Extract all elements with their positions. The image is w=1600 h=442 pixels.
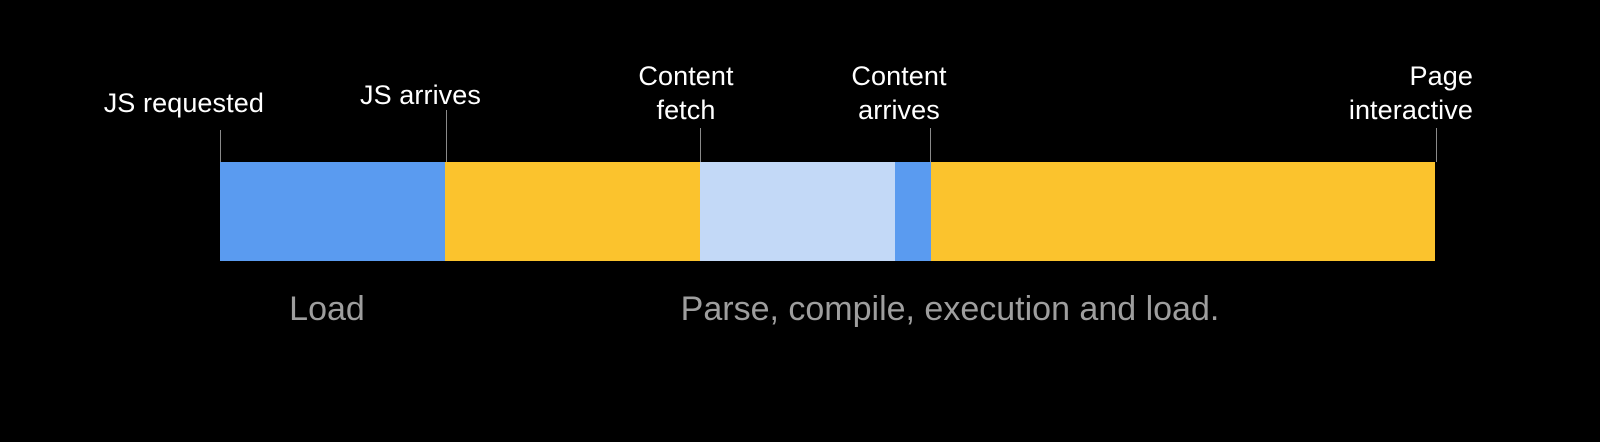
bar-segment-load-network xyxy=(220,162,445,261)
marker-tick-content-arrives xyxy=(930,128,931,162)
bar-segment-parse-compile-execute xyxy=(445,162,700,261)
marker-tick-js-arrives xyxy=(446,110,447,162)
load-caption: Load xyxy=(289,290,365,328)
marker-label-content-fetch: Content fetch xyxy=(638,61,734,125)
marker-label-page-interactive: Page interactive xyxy=(1348,61,1473,125)
bar-segment-content-fetch-wait xyxy=(700,162,895,261)
marker-label-js-requested: JS requested xyxy=(103,88,264,118)
bar-segment-post-content-execute xyxy=(931,162,1435,261)
bar-segment-content-load xyxy=(895,162,931,261)
marker-label-js-arrives: JS arrives xyxy=(359,80,481,110)
marker-label-content-arrives: Content arrives xyxy=(851,61,947,125)
marker-tick-page-interactive xyxy=(1436,128,1437,162)
marker-tick-js-requested xyxy=(220,130,221,162)
timeline-bar xyxy=(220,162,1435,261)
marker-tick-content-fetch xyxy=(700,128,701,162)
parse-caption: Parse, compile, execution and load. xyxy=(680,290,1220,328)
